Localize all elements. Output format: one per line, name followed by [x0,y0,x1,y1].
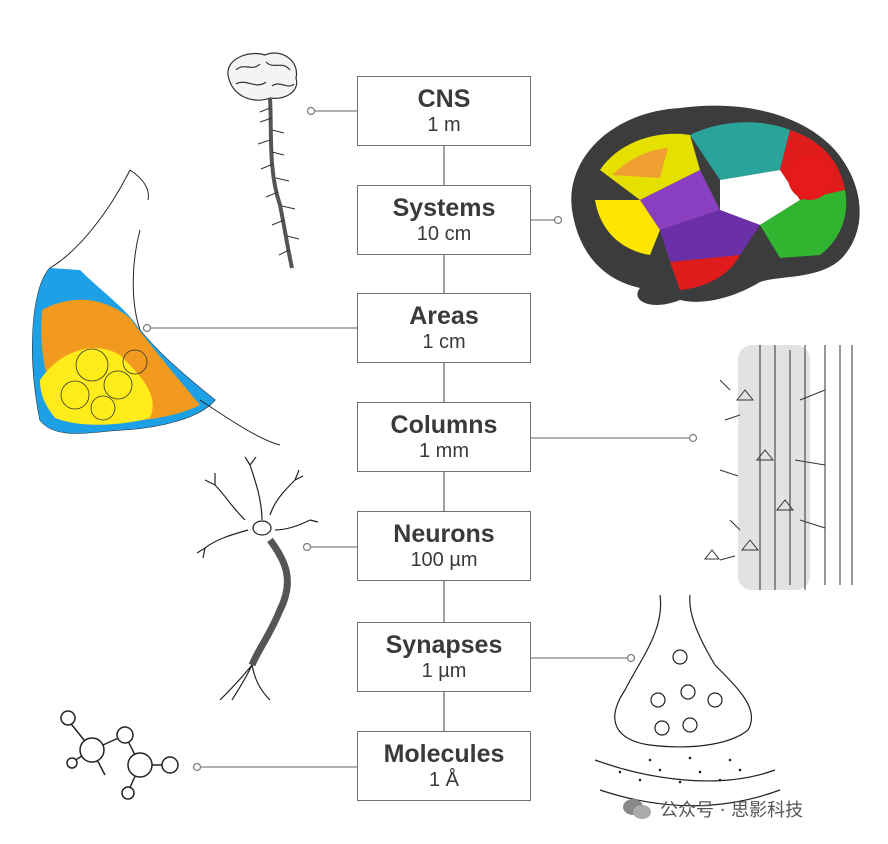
level-box-molecules: Molecules 1 Å [357,731,531,801]
connectors [142,106,698,772]
connector-dot-molecules [192,762,202,772]
level-size: 1 cm [422,331,466,353]
connector-dot-areas [142,323,152,333]
connector-dot-synapses [626,653,636,663]
level-box-areas: Areas 1 cm [357,293,531,363]
level-size: 1 mm [419,440,469,462]
neuron-illustration [196,456,319,701]
cortex-parcellation-illustration [571,105,860,305]
brain-spinal-cord-illustration [227,52,300,269]
level-name: Neurons [393,520,495,548]
level-size: 10 cm [416,223,472,245]
connector-dot-cns [306,106,316,116]
level-size: 100 µm [410,549,478,571]
level-box-systems: Systems 10 cm [357,185,531,255]
synapse-illustration [594,594,781,807]
level-name: Systems [392,194,496,222]
level-size: 1 µm [421,660,467,682]
level-name: Columns [390,411,498,439]
level-name: CNS [417,85,471,113]
level-box-neurons: Neurons 100 µm [357,511,531,581]
connector-dot-columns [688,433,698,443]
connector-dot-systems [553,215,563,225]
level-box-synapses: Synapses 1 µm [357,622,531,692]
level-size: 1 Å [428,769,460,791]
level-name: Synapses [385,631,503,659]
connector-dot-neurons [302,542,312,552]
watermark-text: 公众号 · 思影科技 [660,800,804,821]
level-box-columns: Columns 1 mm [357,402,531,472]
wechat-icon [623,799,651,819]
level-name: Molecules [383,740,505,768]
cortical-area-map-illustration [32,169,281,446]
level-size: 1 m [427,114,461,136]
level-box-cns: CNS 1 m [357,76,531,146]
cortical-column-illustration [703,345,853,590]
level-name: Areas [409,302,479,330]
molecule-illustration [60,710,179,800]
